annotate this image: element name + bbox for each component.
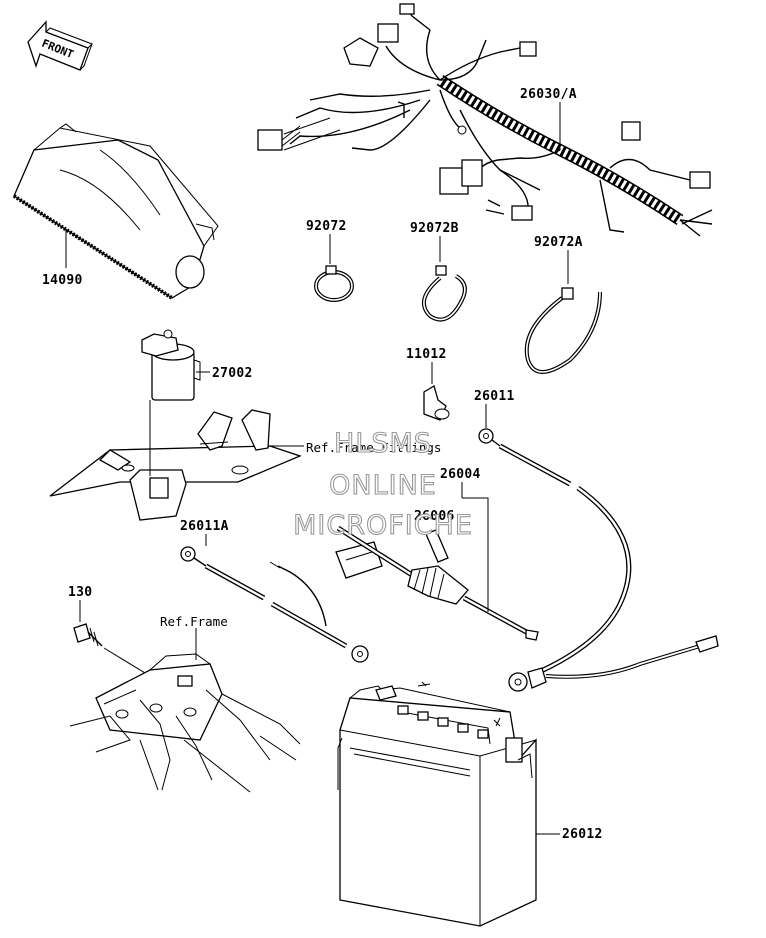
battery-26012 (337, 681, 537, 927)
part-label-11012: 11012 (406, 347, 447, 362)
part-label-130: 130 (68, 585, 92, 600)
ref-label-frame-fittings: Ref.Frame Fittings (306, 440, 441, 455)
frame-reference (69, 653, 301, 793)
cable-tie-92072B (421, 265, 467, 322)
part-label-27002: 27002 (212, 366, 253, 381)
watermark-line-3: MICROFICHE (293, 510, 473, 541)
part-label-92072: 92072 (306, 219, 347, 234)
ref-label-frame: Ref.Frame (160, 614, 228, 629)
wiring-harness-26030A (257, 3, 713, 237)
part-label-26006: 26006 (414, 509, 455, 524)
part-label-14090: 14090 (42, 273, 83, 288)
cable-26011 (478, 428, 719, 692)
relay-27002 (141, 329, 201, 401)
cover-14090 (12, 123, 219, 300)
watermark-line-2: ONLINE (329, 470, 437, 501)
part-label-26011: 26011 (474, 389, 515, 404)
part-label-26012: 26012 (562, 827, 603, 842)
part-label-26011A: 26011A (180, 519, 229, 534)
part-label-92072A: 92072A (534, 235, 583, 250)
part-label-26030A: 26030/A (520, 87, 577, 102)
watermark-line-1: HLSMS (334, 428, 432, 459)
cable-26011A (180, 546, 369, 663)
part-label-26004: 26004 (440, 467, 481, 482)
cable-tie-92072A (524, 287, 602, 374)
bolt-130 (73, 623, 103, 647)
bracket-frame-fittings (49, 400, 302, 521)
cable-tie-92072 (314, 265, 354, 302)
terminal-cap-11012 (423, 385, 450, 421)
fuse-holder-26004 (335, 525, 539, 641)
battery-cell-caps (397, 705, 489, 739)
front-arrow-badge: FRONT (27, 20, 93, 71)
part-label-92072B: 92072B (410, 221, 459, 236)
watermark: HLSMS ONLINE MICROFICHE (293, 427, 473, 541)
